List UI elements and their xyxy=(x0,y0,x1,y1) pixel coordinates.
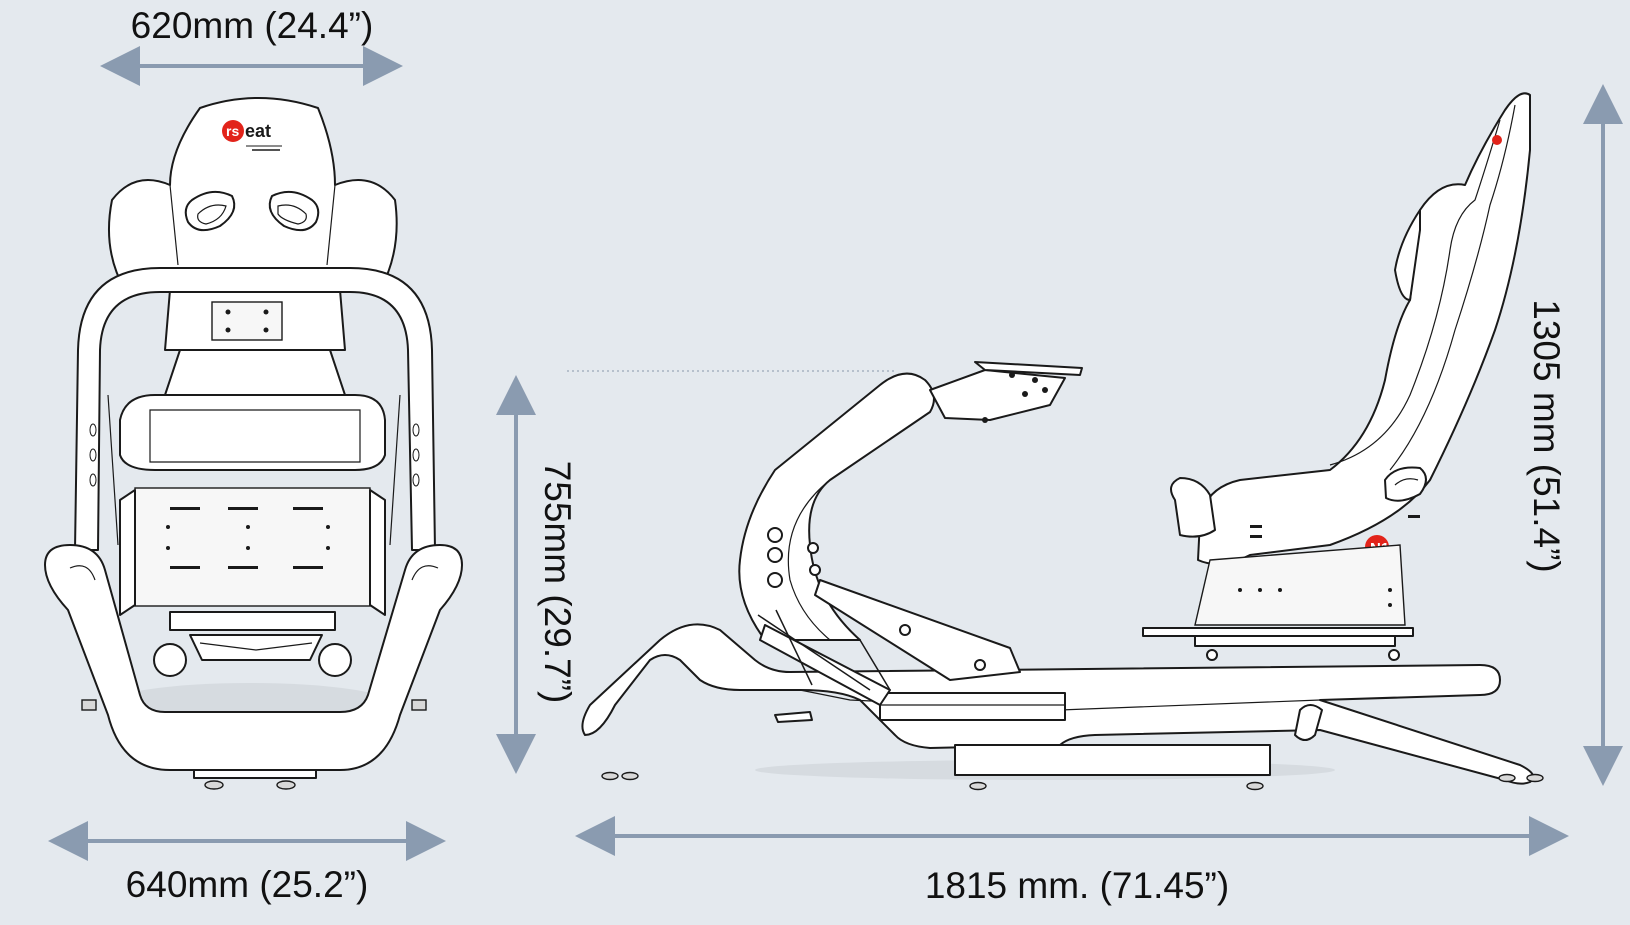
wheel-height-label: 755mm (29.7”) xyxy=(537,461,578,704)
side-harness-slot xyxy=(1384,466,1427,502)
side-pedal-assembly xyxy=(757,579,1021,723)
rseat-logo-front: rs eat xyxy=(222,120,282,151)
harness-slot-left xyxy=(184,190,236,232)
front-bottom-width-label: 640mm (25.2”) xyxy=(126,864,369,905)
side-logo-dot xyxy=(1492,135,1502,145)
front-feet xyxy=(81,699,427,790)
front-view-rig: rs eat xyxy=(44,97,463,790)
front-seat: rs eat xyxy=(107,97,398,471)
logo-suffix-text: eat xyxy=(245,121,271,141)
side-view-rig: N1 xyxy=(567,92,1544,791)
dimension-arrows xyxy=(48,46,1623,861)
side-stand-holes xyxy=(767,527,821,588)
logo-prefix-text: rs xyxy=(226,123,239,139)
total-height-label: 1305 mm (51.4”) xyxy=(1526,299,1567,573)
harness-slot-right xyxy=(268,190,320,232)
front-seat-bracket xyxy=(119,487,386,677)
front-top-width-label: 620mm (24.4”) xyxy=(131,5,374,46)
side-wheel-stand xyxy=(738,372,935,641)
side-length-label: 1815 mm. (71.45”) xyxy=(925,865,1229,906)
front-frame-base-loop xyxy=(44,544,463,771)
front-mount-plate xyxy=(211,301,283,341)
side-wheel-deck xyxy=(929,361,1083,423)
front-frame-upper-hoop xyxy=(74,267,436,551)
side-seat: N1 xyxy=(1142,92,1531,661)
side-feet xyxy=(601,771,1544,791)
